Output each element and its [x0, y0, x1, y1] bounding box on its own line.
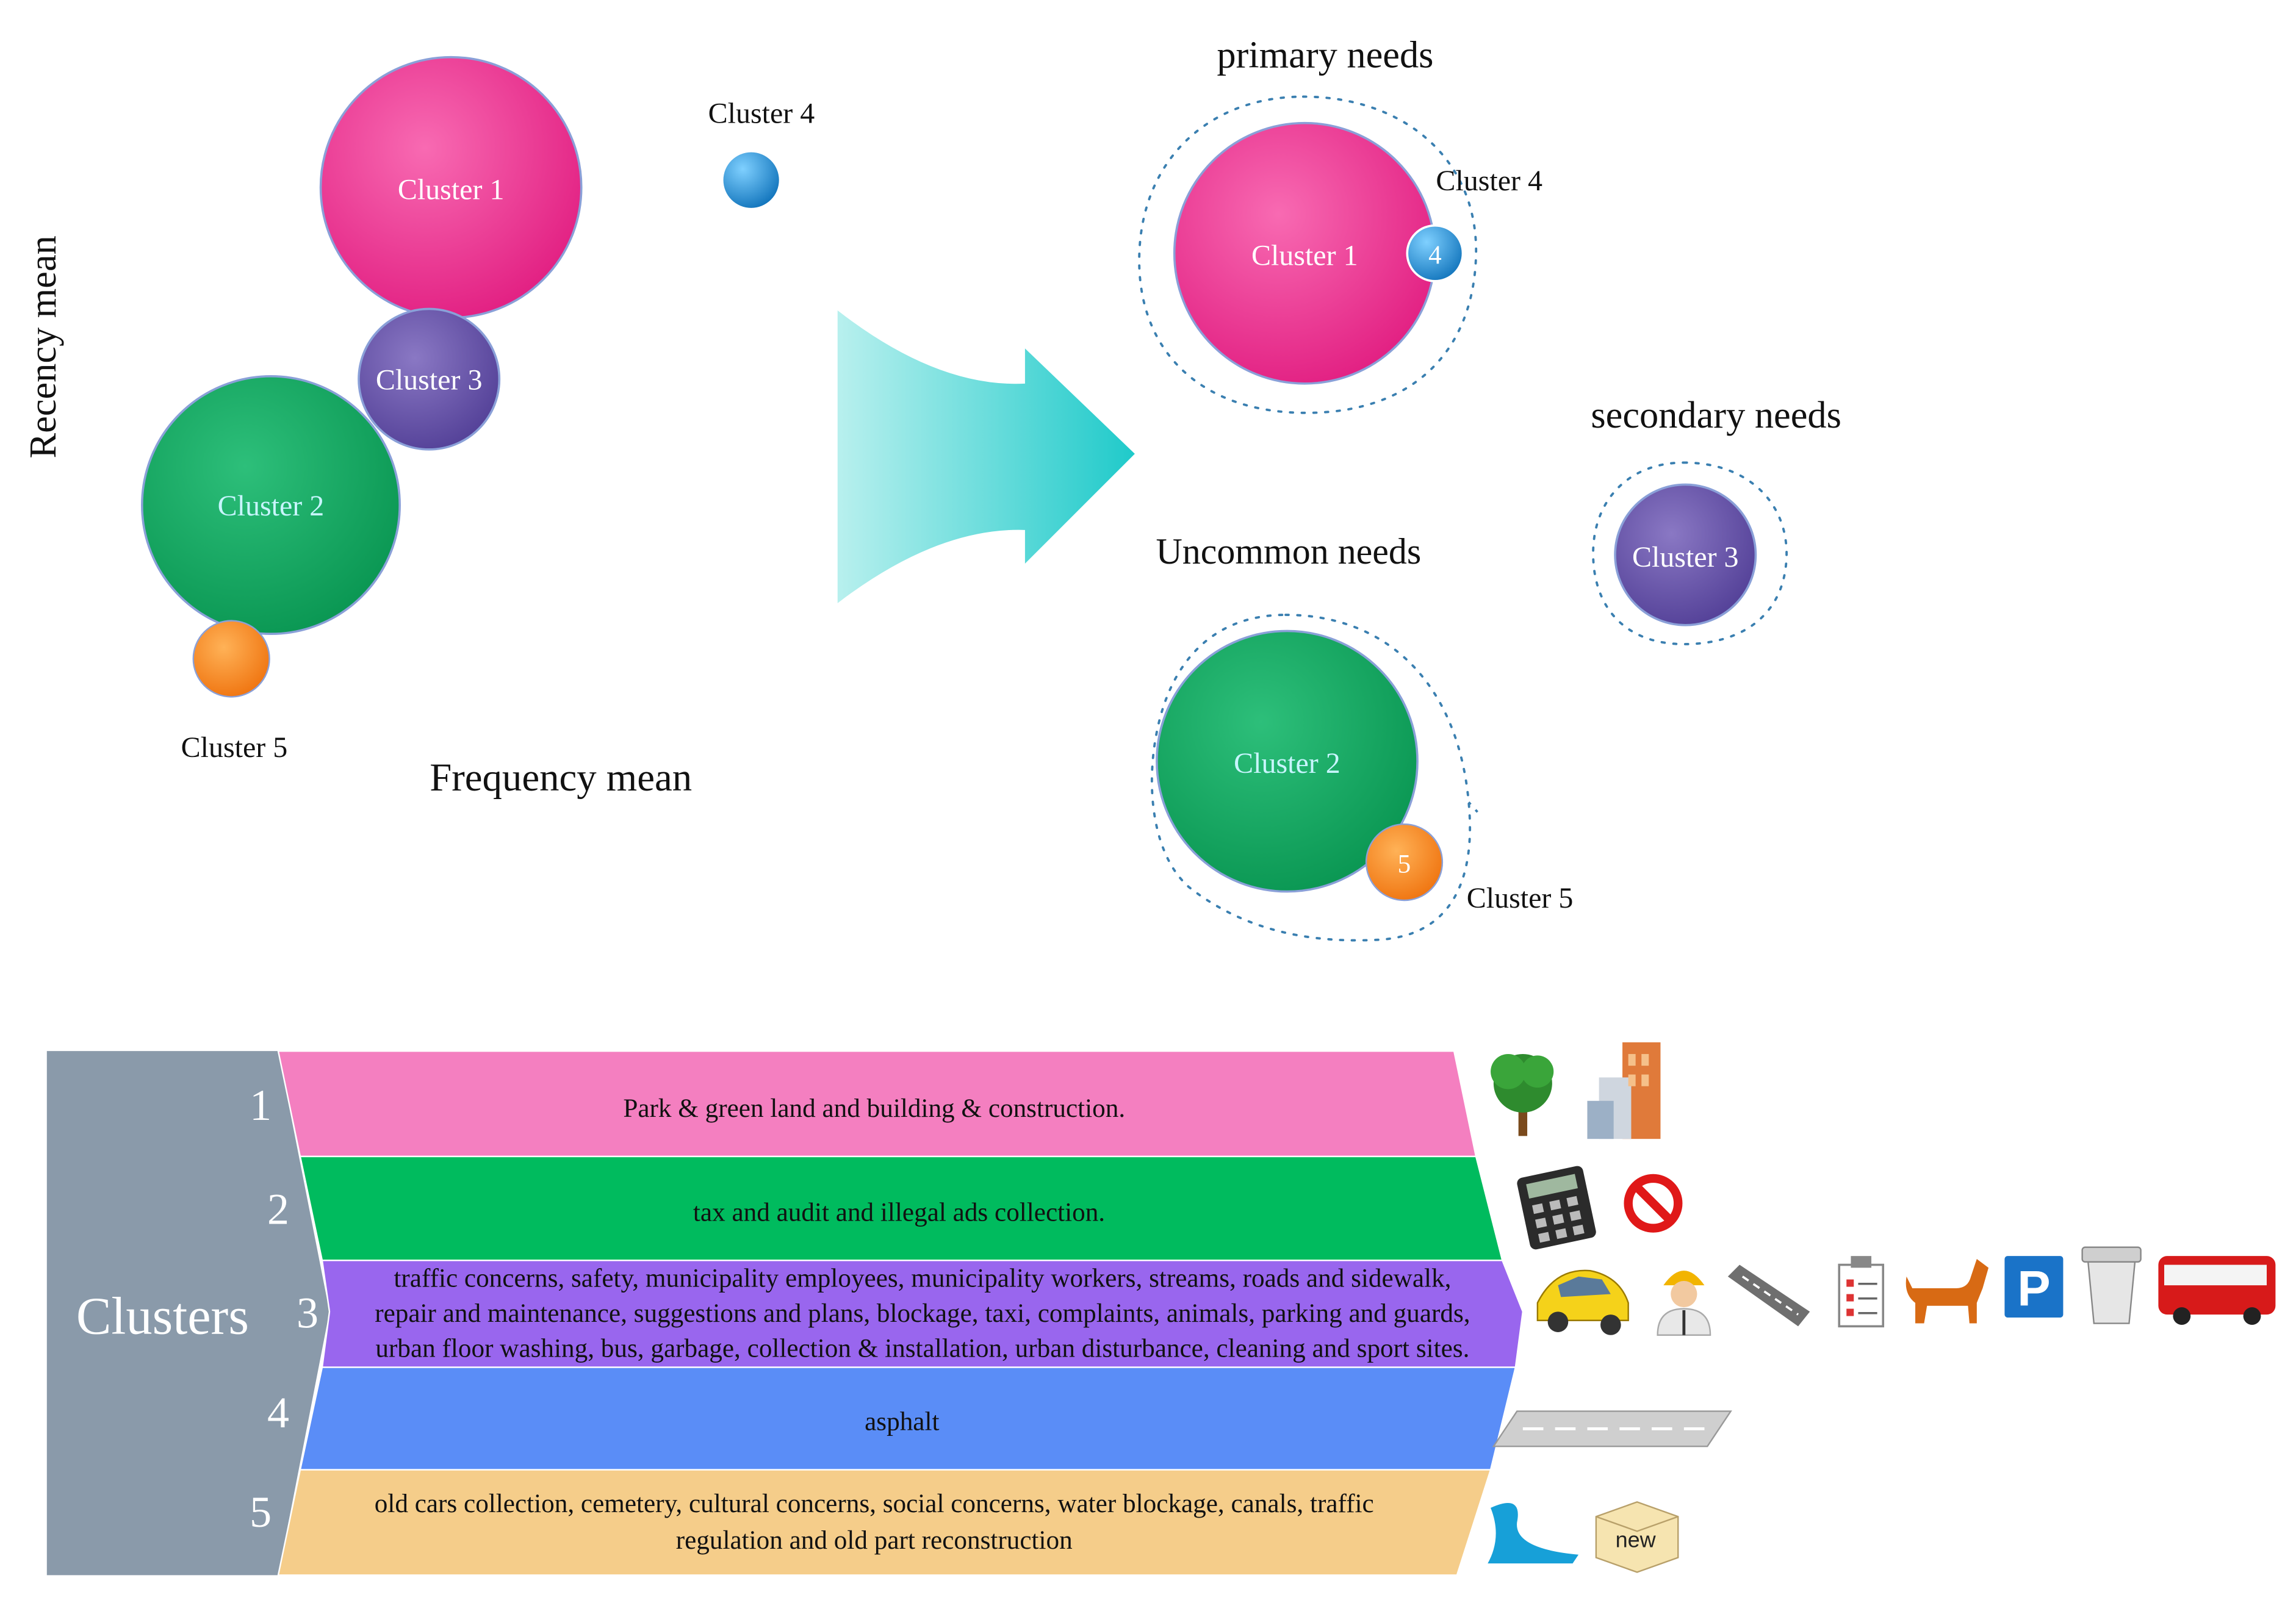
row-2-number: 2	[267, 1185, 289, 1233]
road-icon	[1727, 1264, 1810, 1327]
y-axis-label: Recency mean	[22, 235, 64, 458]
uncommon-outline-tail	[1467, 801, 1483, 818]
uncommon-cluster-2: Cluster 2	[1156, 629, 1419, 893]
primary-needs-title: primary needs	[1217, 34, 1433, 76]
row-4-text: asphalt	[865, 1408, 939, 1436]
buildings-icon	[1587, 1042, 1661, 1139]
cluster-3-bubble: Cluster 3	[358, 307, 501, 451]
x-axis-label: Frequency mean	[430, 756, 692, 800]
clusters-table: Clusters 1 2 3 4 5 Park & green land and…	[46, 1050, 1524, 1576]
worker-icon	[1657, 1271, 1711, 1336]
new-box-icon: new	[1595, 1501, 1679, 1573]
cluster-2-bubble: Cluster 2	[140, 375, 401, 636]
row-3-number: 3	[297, 1289, 318, 1338]
primary-badge-number: 4	[1428, 241, 1442, 270]
row-1-text: Park & green land and building & constru…	[623, 1094, 1125, 1123]
uncommon-cluster-5-badge: 5	[1365, 823, 1444, 902]
row-5-number: 5	[250, 1488, 272, 1537]
secondary-needs-title: secondary needs	[1591, 394, 1841, 436]
secondary-needs-outline	[1592, 461, 1788, 645]
uncommon-needs-title: Uncommon needs	[1156, 531, 1421, 572]
row-5-text-line-1: old cars collection, cemetery, cultural …	[375, 1490, 1374, 1518]
transition-arrow	[837, 310, 1135, 603]
calculator-icon	[1517, 1166, 1596, 1250]
cluster-2-label: Cluster 2	[218, 490, 325, 522]
row-3-text-line-3: urban floor washing, bus, garbage, colle…	[375, 1335, 1469, 1363]
parking-icon: P	[2001, 1253, 2067, 1321]
primary-cluster-4-badge: 4	[1406, 224, 1464, 282]
dog-icon	[1906, 1258, 1989, 1324]
secondary-cluster-3: Cluster 3	[1614, 483, 1757, 626]
parking-letter: P	[2017, 1261, 2050, 1317]
clusters-side-panel	[46, 1051, 329, 1576]
uncommon-cluster-5-callout: Cluster 5	[1467, 882, 1574, 914]
row-5-text-line-2: regulation and old part reconstruction	[676, 1526, 1073, 1555]
cluster-1-label: Cluster 1	[398, 173, 505, 206]
row-2-text: tax and audit and illegal ads collection…	[693, 1199, 1105, 1227]
tree-icon	[1491, 1053, 1554, 1136]
checklist-icon	[1838, 1256, 1885, 1328]
secondary-cluster-3-label: Cluster 3	[1632, 541, 1739, 573]
cluster-5-caption: Cluster 5	[181, 731, 288, 764]
taxi-icon	[1536, 1269, 1629, 1335]
row-5-band	[277, 1469, 1492, 1576]
primary-needs-outline	[1138, 95, 1478, 414]
primary-cluster-1: Cluster 1	[1173, 121, 1436, 385]
row-3-text-line-2: repair and maintenance, suggestions and …	[375, 1299, 1470, 1328]
new-box-label: new	[1616, 1527, 1657, 1552]
row-4-number: 4	[267, 1388, 289, 1437]
cluster-4-caption: Cluster 4	[708, 98, 815, 130]
trash-bin-icon	[2081, 1246, 2142, 1324]
uncommon-badge-number: 5	[1398, 850, 1411, 878]
bus-icon	[2158, 1256, 2276, 1325]
row-1-number: 1	[250, 1081, 272, 1130]
asphalt-road-icon	[1492, 1410, 1732, 1447]
uncommon-cluster-2-label: Cluster 2	[1234, 747, 1341, 780]
primary-cluster-4-callout: Cluster 4	[1436, 165, 1542, 197]
row-3-text-line-1: traffic concerns, safety, municipality e…	[394, 1264, 1451, 1293]
clusters-side-label: Clusters	[76, 1286, 249, 1345]
uncommon-needs-outline	[1151, 614, 1472, 942]
cluster-3-label: Cluster 3	[376, 364, 483, 396]
prohibited-icon	[1624, 1174, 1683, 1233]
cluster-1-bubble: Cluster 1	[319, 56, 583, 319]
cluster-5-bubble	[192, 620, 270, 698]
primary-cluster-1-label: Cluster 1	[1251, 239, 1358, 271]
water-canal-icon	[1488, 1502, 1579, 1564]
cluster-4-bubble	[723, 152, 779, 208]
